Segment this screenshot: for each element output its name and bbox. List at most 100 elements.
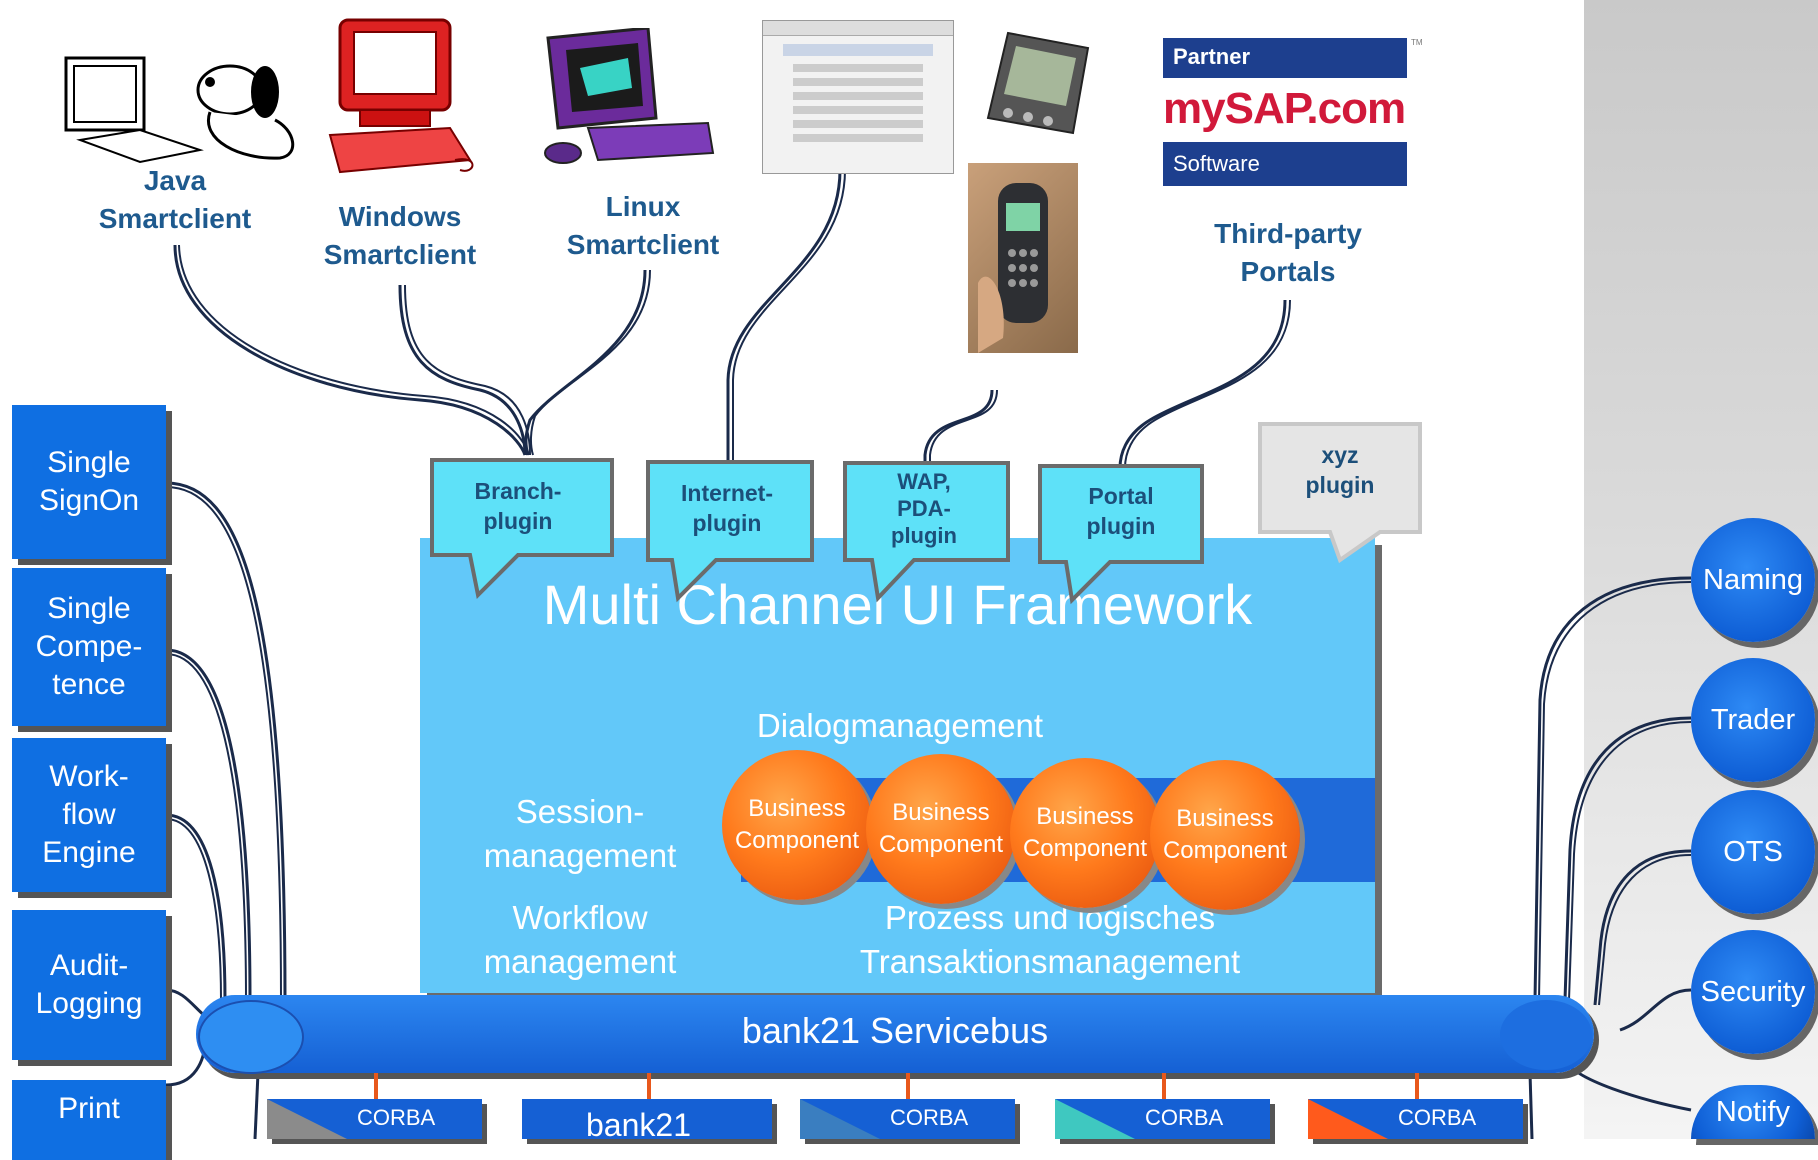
wap-plugin-line3: plugin [891,523,957,548]
workflow-line1: Workflow [512,899,648,936]
logo-tm-text: TM [1411,38,1423,47]
servicebus-label: bank21 Servicebus [741,1010,1049,1051]
competence-line1: Single [47,592,131,625]
bus-connector-1 [374,1073,378,1099]
ots-service: OTS [1691,790,1815,914]
bc3-line1: Business [1036,803,1134,830]
bus-left-end [198,1000,304,1074]
internet-plugin-shape [646,460,814,603]
security-service: Security [1691,930,1815,1054]
corba-box-3: CORBA [1055,1099,1270,1139]
wap-plugin-line2: PDA- [897,496,951,521]
portal-plugin-line2: plugin [1086,513,1156,539]
bc3-line2: Component [1022,835,1148,862]
session-line2: management [483,837,677,874]
linux-label-line2: Smartclient [566,229,720,260]
workflow-engine-box: Work- flow Engine [12,738,166,892]
process-management-label: Prozess und logisches Transaktionsmanage… [780,896,1320,984]
linux-label-line1: Linux [605,191,681,222]
portal-plugin-shape [1038,464,1204,605]
pda-device-icon [978,28,1098,138]
process-line2: Transaktionsmanagement [859,943,1241,980]
corba-box-2: CORBA [800,1099,1015,1139]
portal-plugin-line1: Portal [1088,483,1154,509]
wap-plugin-shape [843,461,1010,603]
bc1-line2: Component [734,827,860,854]
trader-service: Trader [1691,658,1815,782]
corba-label-4: CORBA [1398,1105,1477,1130]
audit-line1: Audit- [49,949,129,982]
bc2-line1: Business [892,799,990,826]
bc2-line2: Component [878,831,1004,858]
session-management-label: Session- management [450,790,710,878]
sso-line1: Single [47,446,131,479]
internet-plugin-line1: Internet- [681,480,773,506]
business-component-2: Business Component [866,754,1016,904]
single-signon-box: Single SignOn [12,405,166,559]
windows-label-line2: Smartclient [323,239,477,270]
workflow-engine-line1: Work- [49,760,129,793]
framework-title: Multi Channel UI Framework [542,573,1253,636]
third-party-portals-label: Third-party Portals [1180,215,1396,291]
audit-logging-box: Audit- Logging [12,910,166,1060]
workflow-management-label: Workflow management [450,896,710,984]
print-line1: Print [58,1092,120,1125]
branch-plugin-line1: Branch- [474,478,562,504]
portals-label-line1: Third-party [1214,218,1362,249]
corba-label-3: CORBA [1145,1105,1224,1130]
corba-box-1: CORBA [267,1099,482,1139]
workflow-engine-line3: Engine [42,836,136,869]
workflow-engine-line2: flow [62,798,116,831]
naming-service: Naming [1691,518,1815,642]
branch-plugin-label: Branch- plugin [452,476,584,536]
wap-plugin-label: WAP, PDA- plugin [858,468,990,549]
mysap-logo: Partner TM mySAP.com Software [1163,38,1423,186]
business-component-1: Business Component [722,750,872,900]
dialogmanagement-label: Dialogmanagement [756,707,1044,744]
corba-box-4: CORBA [1308,1099,1523,1139]
bus-connector-2 [647,1073,651,1099]
xyz-plugin-label: xyz plugin [1274,440,1406,500]
business-component-4: Business Component [1150,760,1300,910]
audit-line2: Logging [35,987,143,1020]
logo-software-text: Software [1173,151,1260,176]
bank21-label: bank21 [586,1107,691,1139]
bc4-line2: Component [1162,837,1288,864]
xyz-plugin-line2: plugin [1305,472,1375,498]
bank21-box: bank21 [522,1099,772,1139]
linux-smartclient-label: Linux Smartclient [548,188,738,264]
session-line1: Session- [515,793,645,830]
xyz-plugin-shape [1258,422,1422,564]
bus-connector-3 [906,1073,910,1099]
process-line1: Prozess und logisches [884,899,1216,936]
print-box: Print [12,1080,166,1160]
linux-client-icon [528,26,718,173]
windows-smartclient-label: Windows Smartclient [305,198,495,274]
branch-plugin-line2: plugin [483,508,553,534]
competence-line2: Compe- [35,630,143,663]
sso-line2: SignOn [38,484,140,517]
internet-plugin-label: Internet- plugin [662,478,792,538]
workflow-line2: management [483,943,677,980]
java-smartclient-label: Java Smartclient [80,162,270,238]
portal-plugin-label: Portal plugin [1056,481,1186,541]
wap-plugin-line1: WAP, [897,469,951,494]
logo-mysap-text: mySAP.com [1163,84,1406,133]
bus-connector-5 [1415,1073,1419,1099]
windows-label-line1: Windows [338,201,462,232]
corba-label-1: CORBA [357,1105,436,1130]
java-label-line1: Java [143,165,207,196]
business-component-3: Business Component [1010,758,1160,908]
xyz-plugin-line1: xyz [1321,442,1359,468]
logo-partner-text: Partner [1173,44,1251,69]
bus-connector-4 [1162,1073,1166,1099]
bus-right-end [1500,1000,1592,1070]
branch-plugin-shape [430,458,614,600]
single-competence-box: Single Compe- tence [12,568,166,726]
competence-line3: tence [52,668,126,701]
bc1-line1: Business [748,795,846,822]
java-client-icon [60,20,300,170]
internet-screenshot-icon [762,20,954,174]
portals-label-line2: Portals [1240,256,1336,287]
